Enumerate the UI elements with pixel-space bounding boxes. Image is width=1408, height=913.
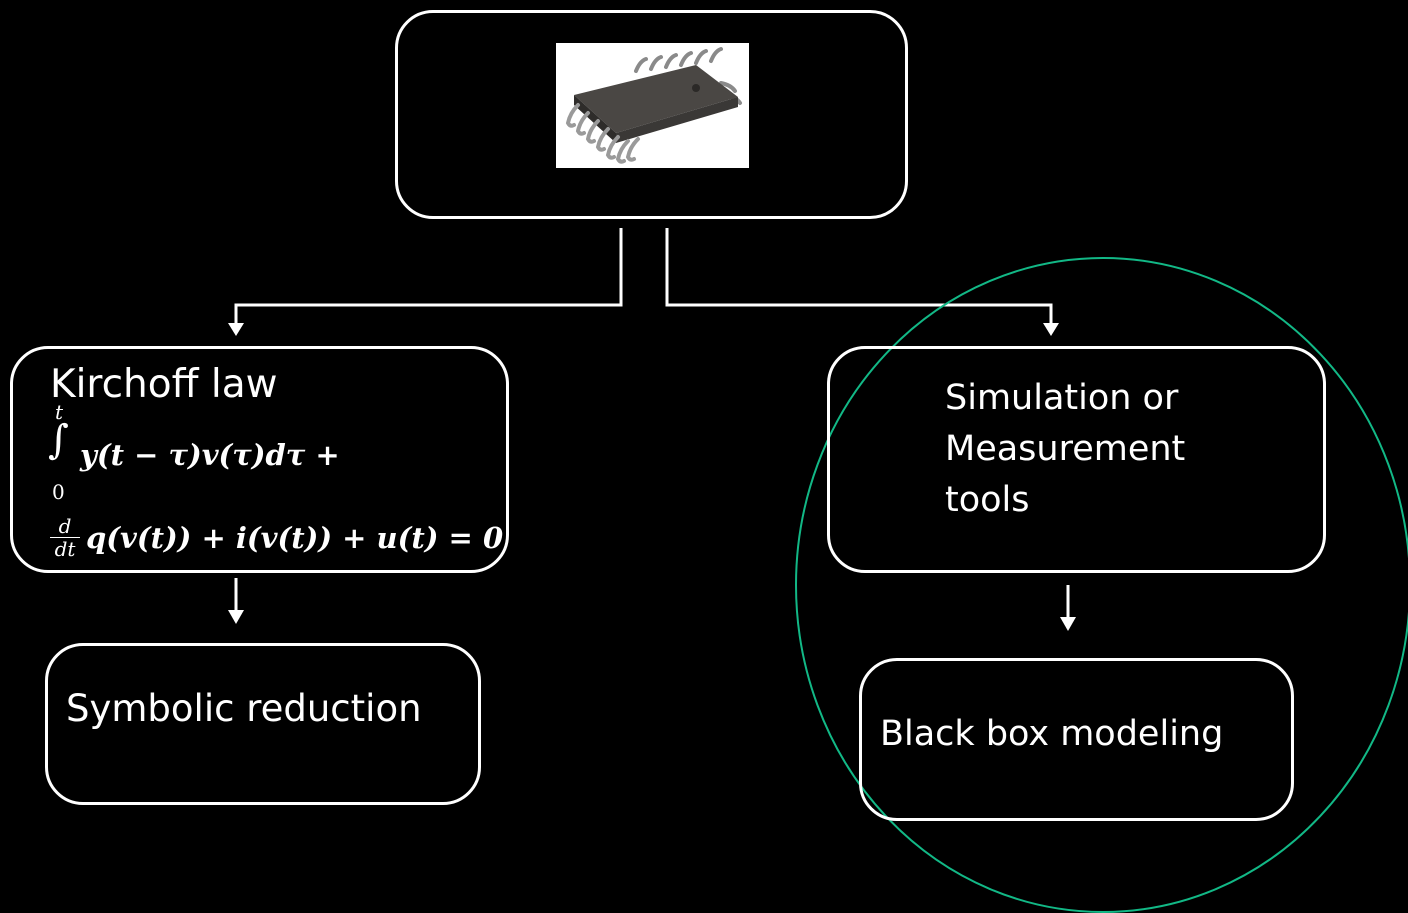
simulation-line-1: Simulation or xyxy=(945,378,1179,418)
ddt-fraction: d dt xyxy=(50,515,80,560)
connector-left xyxy=(234,228,623,325)
arrowhead-left-down xyxy=(228,610,244,624)
ddt-numerator: d xyxy=(58,514,72,538)
ic-chip-icon xyxy=(556,43,749,168)
ddt-denominator: dt xyxy=(54,537,76,561)
integral-lower-limit: 0 xyxy=(52,480,65,504)
simulation-box xyxy=(827,346,1326,573)
symbolic-reduction-label: Symbolic reduction xyxy=(66,687,422,730)
kirchoff-box xyxy=(10,346,509,573)
top-node-box xyxy=(395,10,908,219)
black-box-modeling-box xyxy=(859,658,1294,821)
highlight-circle xyxy=(795,257,1408,913)
arrowhead-left xyxy=(228,323,244,336)
equation-line-2: q(v(t)) + i(v(t)) + u(t) = 0 xyxy=(86,521,504,555)
kirchoff-title: Kirchoff law xyxy=(50,362,278,407)
simulation-line-3: tools xyxy=(945,480,1030,520)
equation-line-1: y(t − τ)v(τ)dτ + xyxy=(80,438,340,472)
black-box-modeling-label: Black box modeling xyxy=(880,714,1224,754)
simulation-line-2: Measurement xyxy=(945,429,1186,469)
integral-upper-limit: t xyxy=(55,400,64,424)
arrowhead-right xyxy=(1043,323,1059,336)
connector-right xyxy=(665,228,1053,325)
integral-sign: ∫ xyxy=(48,417,69,463)
arrowhead-right-down xyxy=(1060,617,1076,631)
fraction-bar xyxy=(50,537,80,538)
symbolic-reduction-box xyxy=(45,643,481,805)
